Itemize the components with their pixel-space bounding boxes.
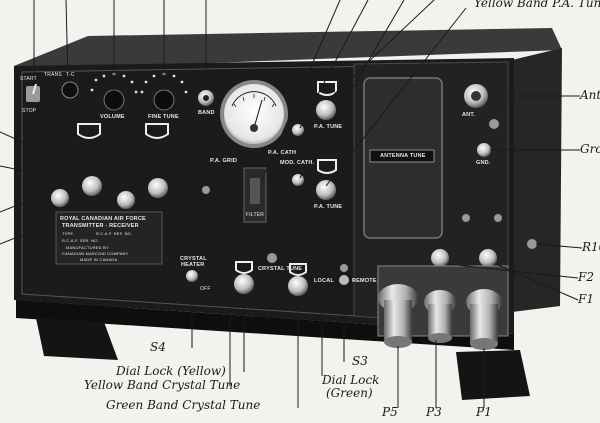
plug-p1 <box>466 289 502 350</box>
callout-green-band-crystal-tune: Green Band Crystal Tune <box>106 398 261 412</box>
pa-grid-label: P.A. GRID <box>210 158 238 164</box>
leader-lines <box>0 0 583 408</box>
callout-dial-lock-yellow: Dial Lock (Yellow) <box>116 364 226 378</box>
crystal-heater-label-2: HEATER <box>181 262 205 268</box>
callout-p3: P3 <box>426 405 442 419</box>
cabinet-side <box>512 48 562 312</box>
callout-p5: P5 <box>382 405 398 419</box>
callout-p1: P1 <box>476 405 492 419</box>
callout-s3: S3 <box>352 354 368 368</box>
start-label: START <box>20 76 37 82</box>
callout-f1: F1 <box>578 292 594 306</box>
left-knob-4 <box>148 178 168 198</box>
pa-tune-lower-knob <box>316 180 336 200</box>
nameplate-line6: CANADIAN MARCONI COMPANY <box>62 251 129 256</box>
callout-s4: S4 <box>150 340 166 354</box>
pa-tune-upper-knob <box>316 100 336 120</box>
ant-panel-label: ANT. <box>462 112 476 118</box>
volume-label: VOLUME <box>100 114 125 120</box>
green-crystal-tune-knob <box>288 276 308 296</box>
gnd-label: GND. <box>476 160 491 166</box>
pa-tune-upper-label: P.A. TUNE <box>314 124 343 130</box>
pa-tune-lower-label: P.A. TUNE <box>314 204 343 210</box>
left-knob-2 <box>82 176 102 196</box>
callout-yellow-band-pa-tune: Yellow Band P.A. Tune. <box>474 0 600 10</box>
plug-p5 <box>378 284 418 348</box>
pa-switch-upper <box>292 124 304 136</box>
remote-label: REMOTE <box>352 278 377 284</box>
local-label: LOCAL <box>314 278 334 284</box>
callout-dial-lock-green-2: (Green) <box>326 386 373 400</box>
nameplate-line7: MADE IN CANADA <box>80 257 118 262</box>
band-label: BAND <box>198 110 215 116</box>
trans-label: TRANS <box>44 72 62 78</box>
tc-label: T-C <box>66 72 75 78</box>
fuse-f1 <box>479 249 497 267</box>
right-foot <box>456 350 530 400</box>
callout-f2: F2 <box>578 270 594 284</box>
gnd-terminal <box>477 143 491 157</box>
local-remote-switch <box>339 275 349 285</box>
crystal-tune-label: CRYSTAL TUNE <box>258 266 303 272</box>
volume-knob <box>90 72 138 111</box>
nameplate-line4: R.C.A.F. SER. NO. <box>62 238 99 243</box>
callout-yellow-band-crystal-tune: Yellow Band Crystal Tune <box>84 378 241 392</box>
trans-switch <box>61 81 79 99</box>
stop-label: STOP <box>22 108 37 114</box>
crystal-heater-label-1: CRYSTAL <box>180 256 207 262</box>
pa-cath-label: P.A. CATH <box>268 150 297 156</box>
left-knob-3 <box>117 191 135 209</box>
fuse-f2 <box>431 249 449 267</box>
callout-gro: Gro <box>580 142 600 156</box>
nameplate-line1: ROYAL CANADIAN AIR FORCE <box>60 216 146 222</box>
callout-dial-lock-green-1: Dial Lock <box>322 373 380 387</box>
fine-tune-label: FINE TUNE <box>148 114 179 120</box>
crystal-heater-switch <box>186 270 198 282</box>
nameplate <box>55 211 163 265</box>
yellow-crystal-tune-knob <box>234 274 254 294</box>
callout-r10: R10 <box>582 240 600 254</box>
nameplate-line5: MANUFACTURED BY <box>66 245 109 250</box>
left-foot <box>36 318 118 360</box>
filter-label: FILTER <box>246 212 265 218</box>
nameplate-line2: TRANSMITTER - RECEIVER <box>62 223 139 229</box>
nameplate-line3b: R.C.A.F. REF. NO. <box>96 231 133 236</box>
nameplate-line3: TYPE <box>62 231 74 236</box>
left-knob-1 <box>51 189 69 207</box>
antenna-tune-label: ANTENNA TUNE <box>380 153 426 159</box>
mod-cath-label: MOD. CATH. <box>280 160 315 166</box>
cabinet-top <box>14 28 562 70</box>
plug-p3 <box>424 290 456 343</box>
off-label: OFF <box>200 286 211 292</box>
pa-switch-lower <box>292 174 304 186</box>
callout-ant: Ant <box>580 88 600 102</box>
